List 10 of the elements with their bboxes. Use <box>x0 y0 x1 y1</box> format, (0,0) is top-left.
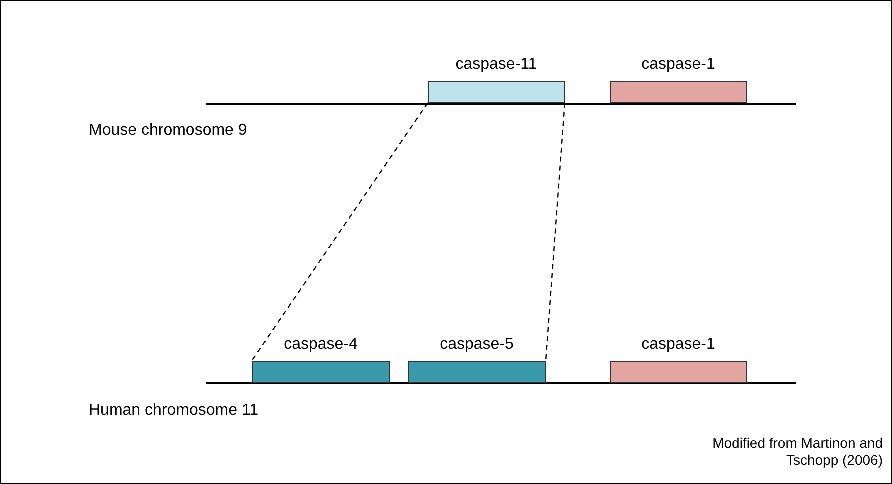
chromosome-label: Human chromosome 11 <box>89 401 260 421</box>
gene-label: caspase-1 <box>640 55 716 75</box>
dashed-connector <box>252 102 428 362</box>
gene-label: caspase-4 <box>283 335 359 355</box>
source-note: Modified from Martinon and Tschopp (2006) <box>712 435 883 469</box>
gene-label: caspase-11 <box>454 55 538 75</box>
dashed-connector <box>545 102 566 362</box>
chromosome-label: Mouse chromosome 9 <box>89 121 248 141</box>
gene-label: caspase-1 <box>640 335 716 355</box>
gene-label: caspase-5 <box>439 335 515 355</box>
